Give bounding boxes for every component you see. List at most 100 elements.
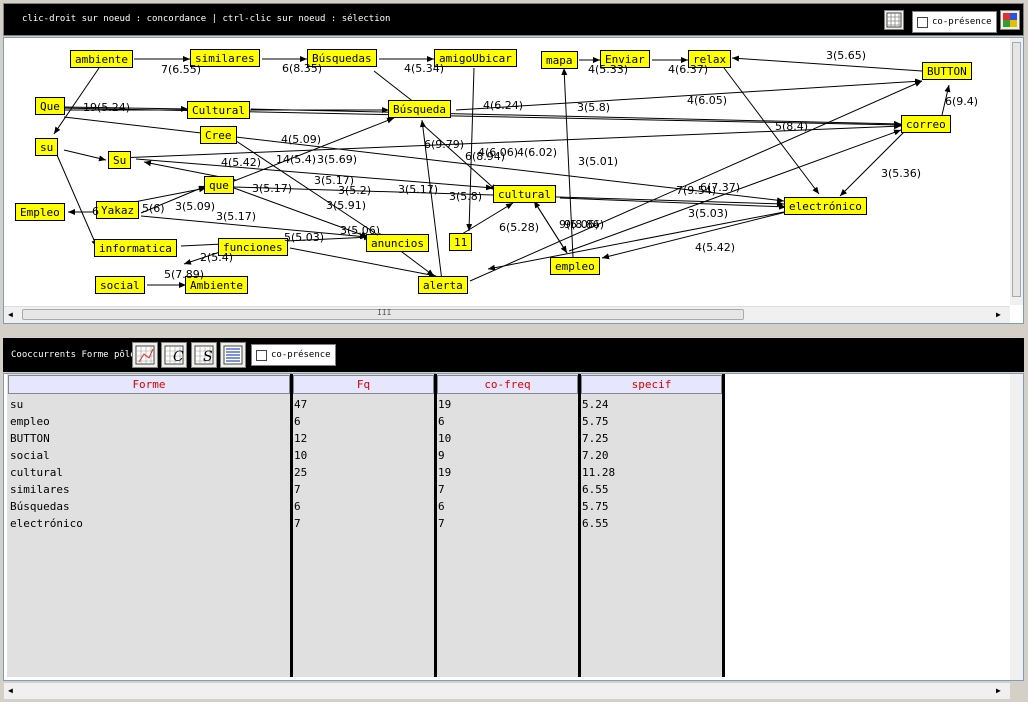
copresence-checkbox[interactable] [917,16,928,28]
table-cell[interactable]: 9 [438,449,445,462]
table-cell[interactable]: 5.75 [582,500,609,513]
table-cell[interactable]: 7 [294,517,301,530]
graph-vertical-scrollbar[interactable] [1010,38,1023,305]
chart-button[interactable] [132,342,158,368]
graph-node[interactable]: Que [35,97,65,115]
list-button[interactable] [220,342,246,368]
copresence-toggle[interactable]: co-présence [912,11,997,33]
table-cell[interactable]: 19 [438,466,452,479]
scroll-thumb[interactable] [1012,42,1021,297]
table-cell[interactable]: Búsquedas [10,500,70,513]
copresence-label: co-présence [932,17,992,27]
graph-node[interactable]: Búsqueda [388,100,451,118]
table-cell[interactable]: 7 [438,483,445,496]
table-cell[interactable]: 47 [294,398,308,411]
table-cell[interactable]: 5.75 [582,415,609,428]
table-cell[interactable]: 7.25 [582,432,609,445]
c-table-icon: C [164,345,184,365]
scroll-left-icon[interactable]: ◀ [8,686,13,695]
table-cell[interactable]: empleo [10,415,50,428]
table-cell[interactable]: 6 [438,415,445,428]
table-cell[interactable]: 10 [438,432,452,445]
table-cell[interactable]: 6 [294,500,301,513]
graph-node[interactable]: electrónico [784,197,867,215]
header-forme[interactable]: Forme [8,375,290,394]
list-icon [223,345,243,365]
graph-node[interactable]: similares [190,49,260,67]
table-cell[interactable]: 7.20 [582,449,609,462]
graph-node[interactable]: funciones [218,238,288,256]
scroll-right-icon[interactable]: ▶ [996,310,1001,319]
graph-horizontal-scrollbar[interactable]: ◀ III ▶ [4,306,1010,323]
edge-label: 3(5.65) [826,49,867,62]
graph-node[interactable]: cultural [493,185,556,203]
graph-node[interactable]: correo [901,115,951,133]
edge-label: 4(5.42) [695,241,736,254]
table-cell[interactable]: BUTTON [10,432,50,445]
header-specif[interactable]: specif [581,375,722,394]
table-cell[interactable]: 25 [294,466,308,479]
graph-node[interactable]: Enviar [600,50,650,68]
graph-node[interactable]: social [95,276,145,294]
graph-node[interactable]: BUTTON [922,62,972,80]
edge-label: 4(6.24) [483,99,524,112]
grid-icon [886,12,902,28]
edge-label: 3(5.06) [340,224,381,237]
graph-node[interactable]: su [35,138,59,156]
header-cofreq[interactable]: co-freq [437,375,578,394]
table-cell[interactable]: 7 [294,483,301,496]
graph-node[interactable]: Empleo [15,203,65,221]
graph-node[interactable]: Búsquedas [307,49,377,67]
table-cell[interactable]: su [10,398,24,411]
table-vertical-scrollbar[interactable] [1010,374,1023,680]
table-cell[interactable]: 6 [294,415,301,428]
graph-node[interactable]: Yakaz [96,201,140,219]
graph-node[interactable]: Su [108,151,132,169]
table-cell[interactable]: electrónico [10,517,83,530]
s-table-button[interactable]: S [191,342,217,368]
graph-node[interactable]: alerta [418,276,468,294]
scroll-right-icon[interactable]: ▶ [996,686,1001,695]
table-cell[interactable]: 6.55 [582,483,609,496]
graph-node[interactable]: mapa [541,51,578,69]
scroll-left-icon[interactable]: ◀ [8,310,13,319]
table-cell[interactable]: 6 [438,500,445,513]
graph-node[interactable]: informatica [94,239,177,257]
color-settings-button[interactable] [1000,10,1020,30]
panel-splitter[interactable] [0,324,1028,334]
graph-node[interactable]: Ambiente [185,276,248,294]
scroll-thumb[interactable] [22,309,744,320]
scroll-grip: III [377,308,392,317]
graph-node[interactable]: relax [688,50,732,68]
grid-view-button[interactable] [884,10,904,30]
table-cell[interactable]: cultural [10,466,63,479]
header-fq[interactable]: Fq [293,375,434,394]
table-cell[interactable]: 12 [294,432,308,445]
graph-node[interactable]: Cree [200,126,237,144]
table-horizontal-scrollbar[interactable]: ◀ ▶ [4,683,1010,699]
graph-node[interactable]: anuncios [366,234,429,252]
copresence-toggle-bottom[interactable]: co-présence [251,344,336,366]
table-cell[interactable]: social [10,449,50,462]
edge-label: 5(7.89) [164,268,205,281]
copresence-checkbox[interactable] [256,349,267,361]
graph-node[interactable]: 11 [449,233,473,251]
edge-label: 9(5.06) [559,218,600,231]
column-cofreq [437,374,581,677]
table-cell[interactable]: 11.28 [582,466,616,479]
cooccurrents-toolbar: Cooccurrents Forme pôle C S co-présence [3,338,1024,372]
table-cell[interactable]: 10 [294,449,308,462]
graph-node[interactable]: que [204,176,234,194]
graph-node[interactable]: amigoUbicar [434,49,517,67]
column-forme [7,374,293,677]
table-cell[interactable]: 5.24 [582,398,609,411]
graph-node[interactable]: empleo [550,257,600,275]
table-cell[interactable]: 7 [438,517,445,530]
table-cell[interactable]: 19 [438,398,452,411]
graph-node[interactable]: Cultural [187,101,250,119]
cooccurrence-graph[interactable]: ambiente similares Búsquedas amigoUbicar… [3,37,1024,324]
graph-node[interactable]: ambiente [70,50,133,68]
c-table-button[interactable]: C [161,342,187,368]
table-cell[interactable]: similares [10,483,70,496]
table-cell[interactable]: 6.55 [582,517,609,530]
